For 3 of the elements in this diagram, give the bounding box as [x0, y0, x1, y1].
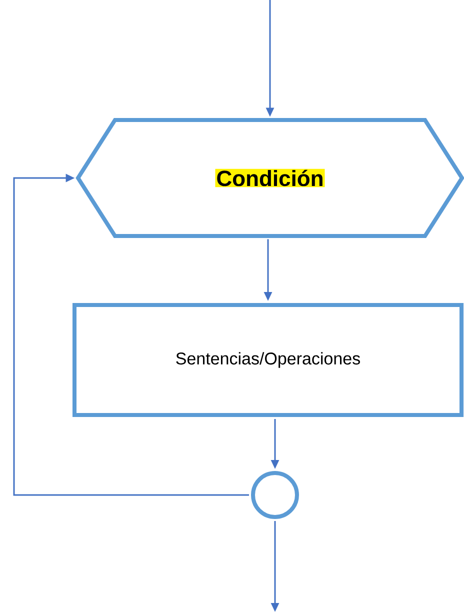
- arrow: [13, 174, 249, 496]
- process-box: Sentencias/Operaciones: [72, 303, 464, 417]
- connector-circle: [251, 471, 299, 519]
